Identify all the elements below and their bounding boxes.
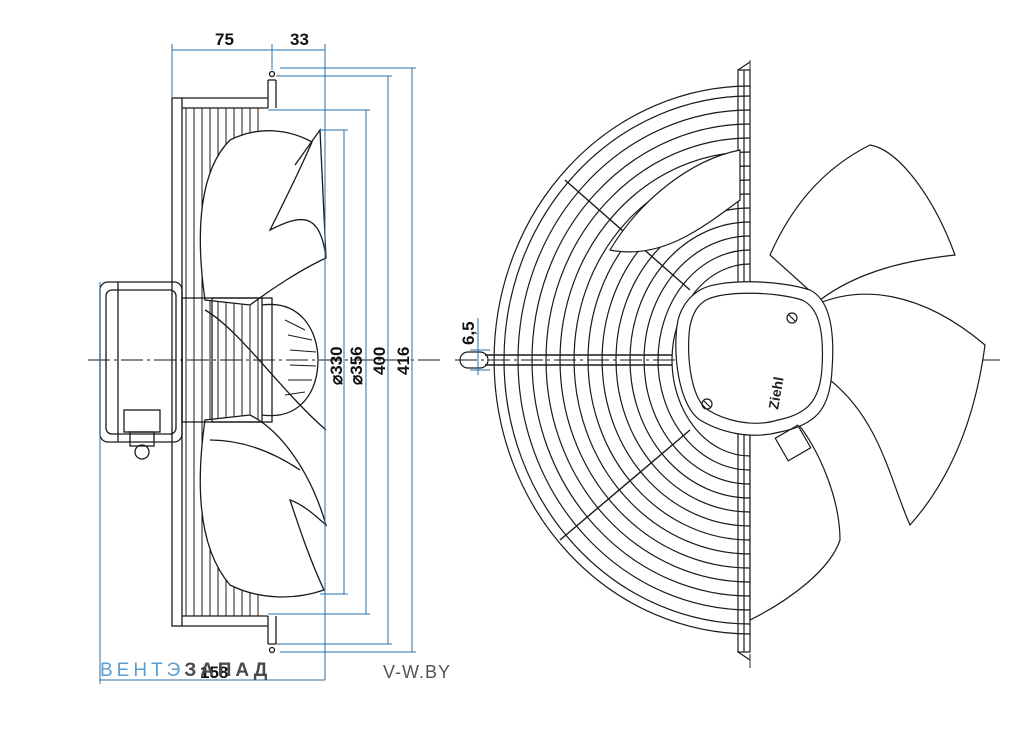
side-dimensions	[99, 44, 416, 684]
dim-6-5: 6,5	[459, 321, 478, 345]
hub-cable-gland	[774, 424, 812, 462]
terminal-box	[99, 281, 183, 443]
watermark-url: V-W.BY	[383, 662, 452, 682]
dim-330: ⌀330	[327, 346, 346, 385]
front-view	[455, 60, 1000, 668]
watermark-part1: ВЕНТЭ	[100, 660, 185, 681]
side-view	[88, 70, 440, 654]
blade-lower	[199, 414, 328, 598]
watermark-part2: ЗАПАД	[184, 660, 272, 681]
slot-dimension	[470, 318, 490, 375]
mount-slot	[459, 351, 489, 369]
dim-356: ⌀356	[347, 346, 366, 385]
cable-gland	[123, 409, 161, 433]
blade-upper	[199, 130, 327, 306]
dim-75: 75	[215, 30, 234, 49]
motor-rotor	[261, 303, 319, 417]
brand-mark: Ziehl	[765, 376, 786, 411]
grille-support-bars	[485, 179, 691, 541]
fan-blades	[609, 144, 986, 621]
dim-158: 158	[200, 663, 228, 682]
dim-400: 400	[370, 347, 389, 375]
watermark-logo: ВЕНТЭЗАПАД	[100, 660, 271, 682]
dim-416: 416	[394, 347, 413, 375]
dim-33: 33	[290, 30, 309, 49]
